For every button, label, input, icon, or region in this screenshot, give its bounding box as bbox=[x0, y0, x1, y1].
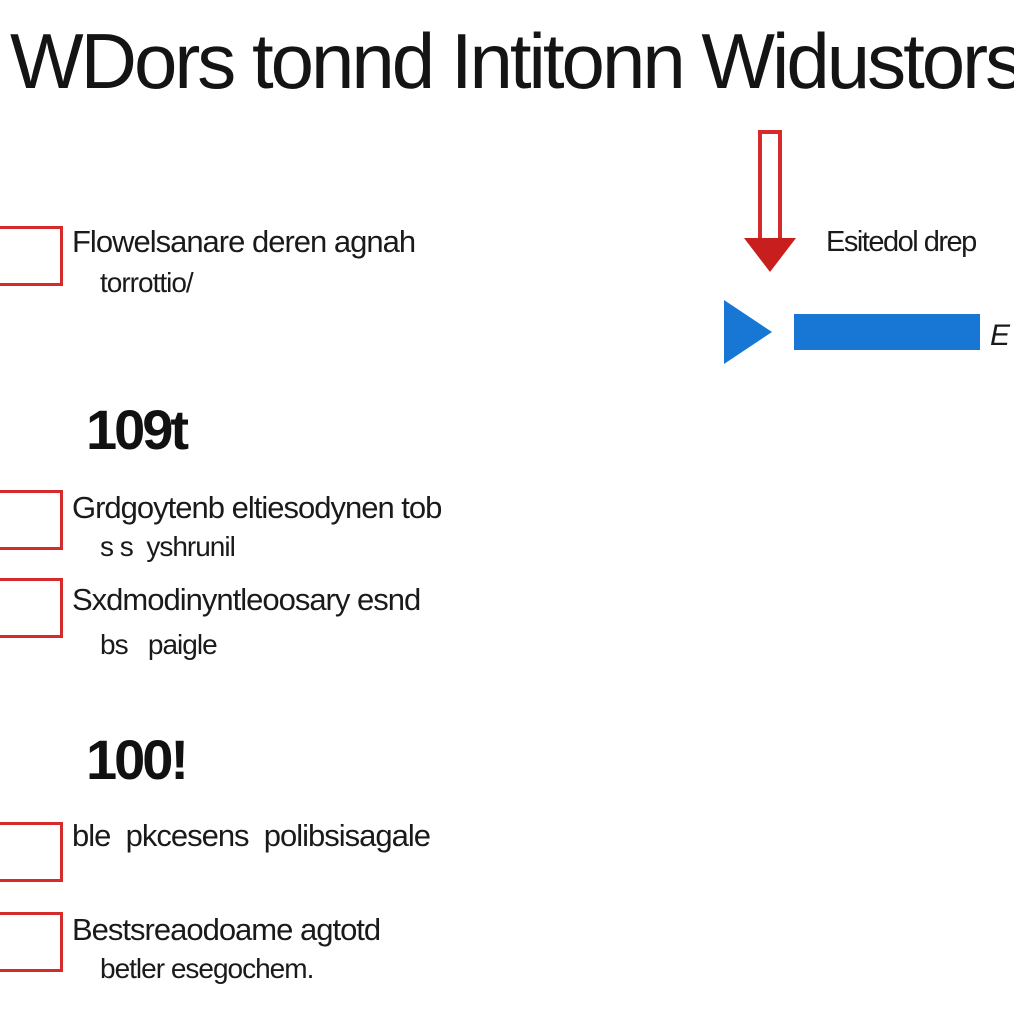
checkbox-item-4[interactable] bbox=[0, 822, 63, 882]
section-3-number: 100! bbox=[86, 728, 189, 791]
item-1-subtitle: torrottio/ bbox=[100, 267, 194, 298]
progress-fill bbox=[794, 314, 980, 350]
item-1-title: Flowelsanare deren agnah bbox=[72, 224, 416, 259]
checkbox-item-2[interactable] bbox=[0, 490, 63, 550]
checkbox-item-3[interactable] bbox=[0, 578, 63, 638]
page-title: WDors tonnd Intitonn Widustors bbox=[10, 18, 1014, 104]
item-3-subtitle: bs paigle bbox=[100, 629, 218, 660]
progress-tail-label: E bbox=[990, 319, 1011, 352]
item-5-subtitle: betler esegochem. bbox=[100, 953, 314, 984]
item-5-title: Bestsreaodoame agtotd bbox=[72, 912, 381, 947]
checkbox-item-1[interactable] bbox=[0, 226, 63, 286]
section-2-number: 109t bbox=[86, 398, 189, 461]
checkbox-item-5[interactable] bbox=[0, 912, 63, 972]
item-3-title: Sxdmodinyntleoosary esnd bbox=[72, 582, 421, 617]
item-2-subtitle: s s yshrunil bbox=[100, 531, 236, 562]
progress-bar[interactable] bbox=[794, 314, 980, 350]
arrow-down-icon bbox=[738, 128, 802, 276]
item-2-title: Grdgoytenb eltiesodynen tob bbox=[72, 490, 442, 525]
side-label: Esitedol drep bbox=[826, 226, 977, 258]
play-icon[interactable] bbox=[720, 296, 776, 368]
item-4-title: ble pkcesens polibsisagale bbox=[72, 818, 431, 853]
